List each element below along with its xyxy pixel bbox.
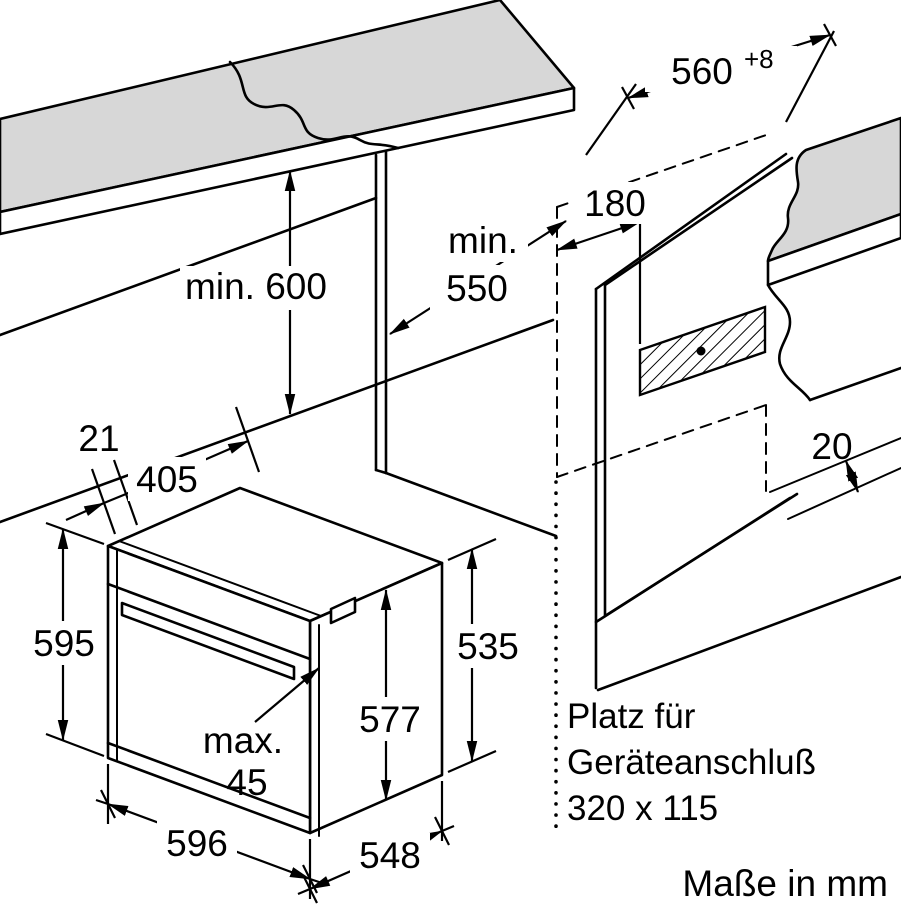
worktop-left <box>0 0 576 236</box>
dim-body-inset: 405 <box>136 459 198 500</box>
dim-596-overhang-left <box>95 798 109 806</box>
dim-niche-depth: 550 <box>446 268 508 309</box>
dim-21-ext1 <box>90 468 117 535</box>
right-panel-top-inner <box>603 156 794 287</box>
dimension-overhang: 21 405 <box>65 406 261 535</box>
oven-side-vent-slot <box>329 596 357 625</box>
dim-front-overhang: 21 <box>78 418 119 459</box>
dim-oven-body-height: 577 <box>359 699 421 740</box>
right-panel-top-outer <box>594 152 788 291</box>
dim-180-arrow <box>556 220 641 252</box>
dim-405-mask <box>128 457 206 501</box>
dim-405-ext3 <box>234 406 261 473</box>
dimension-oven-width: 596 <box>95 764 323 899</box>
dimension-niche-width: 560 +8 <box>585 23 837 156</box>
dim-560-tick-right <box>823 23 837 47</box>
dim-niche-height: min. 600 <box>185 266 327 307</box>
cabinet-floor-front-edge <box>0 318 555 524</box>
dim-handle-value: 45 <box>226 762 267 803</box>
dim-535-mask <box>452 624 524 668</box>
dim-550-mask2 <box>430 265 524 311</box>
dim-595-ext-bottom <box>45 732 105 758</box>
dimension-oven-rear-height: 535 <box>447 537 524 774</box>
dimension-handle-depth: max. 45 <box>203 667 320 803</box>
dim-548-overhang-left <box>297 887 311 896</box>
dimension-niche-height: min. 600 <box>180 169 332 416</box>
dim-595-mask <box>28 621 100 665</box>
dimension-oven-body-height: 577 <box>352 588 428 802</box>
worktop-right <box>766 116 901 402</box>
dim-596-tick-left <box>100 789 116 819</box>
dim-niche-width: 560 <box>671 51 733 92</box>
rear-gap-line-front <box>769 437 901 493</box>
cabinet-right-panel <box>594 152 901 692</box>
dim-550-mask1 <box>438 218 528 262</box>
dim-oven-depth: 548 <box>359 835 421 876</box>
niche-left-structure <box>0 150 558 538</box>
oven-top-frame-line <box>118 540 322 617</box>
dimension-connection-offset: 180 <box>556 182 657 252</box>
dim-oven-width: 596 <box>166 823 228 864</box>
connection-space: Platz für Geräteanschluß 320 x 115 <box>554 480 816 834</box>
right-cabinet-floor-edge <box>596 575 901 692</box>
rear-gap-line-back <box>787 467 901 520</box>
dimension-rear-gap: 20 <box>769 426 901 520</box>
cutout-center-dot <box>696 346 706 356</box>
dim-596-mask <box>157 821 237 865</box>
dim-595-ext-top <box>45 521 105 546</box>
dim-handle-max: max. <box>203 720 283 761</box>
units-note: Maße in mm <box>682 863 888 904</box>
dim-niche-width-tol: +8 <box>744 44 774 74</box>
dim-577-mask <box>352 697 428 741</box>
dim-560-mask <box>645 46 797 92</box>
rear-gap-arrow <box>844 460 860 493</box>
niche-left-wall-bottom <box>374 468 388 475</box>
dim-21-span <box>103 492 127 505</box>
dim-oven-height: 595 <box>33 623 95 664</box>
worktop-left-break-line <box>228 60 400 150</box>
dim-548-overhang-right <box>441 824 455 833</box>
worktop-right-front-edge <box>766 212 901 287</box>
worktop-right-break-line <box>766 283 812 402</box>
dim-21-arrow-left <box>65 501 105 522</box>
connection-cutout <box>638 214 767 397</box>
dim-rear-gap: 20 <box>811 426 852 467</box>
dimension-oven-height: 595 <box>28 521 105 758</box>
dim-180-mask <box>573 182 657 224</box>
dim-548-mask <box>350 833 430 877</box>
dim-600-mask <box>180 266 332 310</box>
note-connection-3: 320 x 115 <box>567 789 718 828</box>
oven-door-handle <box>120 601 296 681</box>
oven-control-panel-line <box>106 582 312 661</box>
dim-niche-depth-min: min. <box>448 220 518 261</box>
worktop-left-front-edge <box>0 86 576 236</box>
dimension-oven-depth: 548 <box>297 781 455 904</box>
dim-oven-rear-height: 535 <box>457 626 519 667</box>
dim-560-tick-left <box>621 86 635 110</box>
dimension-niche-depth: min. 550 <box>389 218 567 335</box>
niche-floor-front-edge <box>384 471 558 538</box>
right-panel-bottom-outer <box>594 496 792 624</box>
dim-connection-offset: 180 <box>584 183 646 224</box>
dim-548-tick-right <box>434 816 450 846</box>
note-connection-1: Platz für <box>567 697 696 736</box>
dim-45-leader <box>254 667 320 723</box>
note-connection-2: Geräteanschluß <box>567 743 816 782</box>
dim-548-tick-left <box>302 874 318 904</box>
wall-edge-right <box>808 366 901 402</box>
